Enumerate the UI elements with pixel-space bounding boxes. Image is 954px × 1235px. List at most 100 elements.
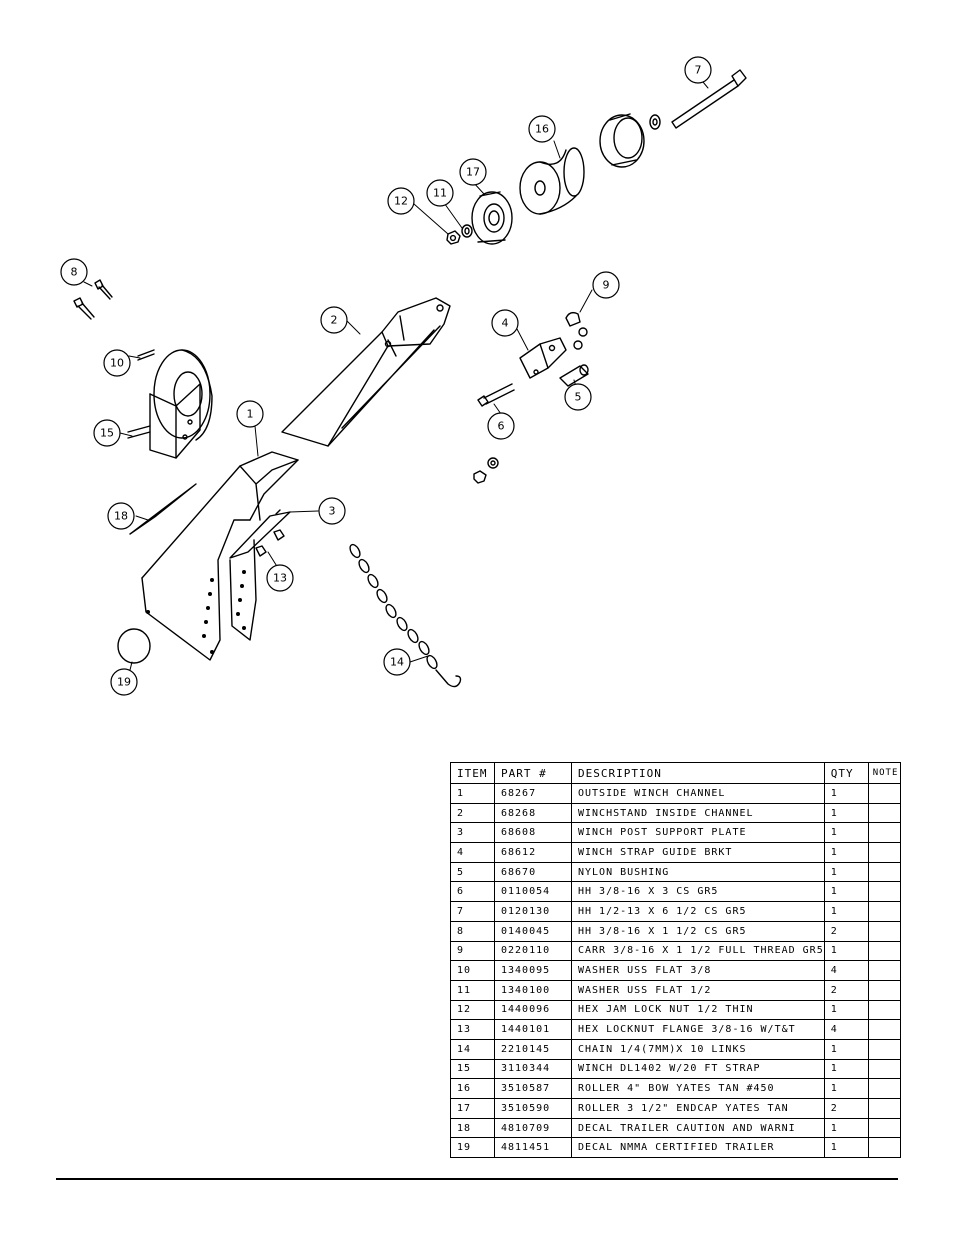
cell-note: [867, 822, 901, 844]
cell-part-number: 2210145: [494, 1038, 572, 1060]
cell-note: [867, 1117, 901, 1139]
cell-qty: 1: [823, 822, 869, 844]
cell-note: [867, 1058, 901, 1080]
part-decal-19: [117, 628, 151, 664]
cell-item: 2: [450, 802, 495, 824]
callout-17: 17: [466, 166, 480, 179]
cell-part-number: 68670: [494, 861, 572, 883]
cell-item: 10: [450, 960, 495, 981]
part-bolt-6: [477, 383, 515, 407]
cell-description: HEX LOCKNUT FLANGE 3/8-16 W/T&T: [571, 1019, 825, 1040]
cell-qty: 2: [823, 920, 869, 942]
cell-description: WINCHSTAND INSIDE CHANNEL: [571, 802, 825, 824]
cell-item: 8: [450, 920, 495, 942]
callout-12: 12: [394, 195, 408, 208]
cell-note: [867, 1078, 901, 1099]
cell-qty: 1: [823, 1038, 869, 1060]
cell-qty: 2: [823, 1098, 869, 1119]
cell-part-number: 68268: [494, 802, 572, 824]
cell-description: DECAL TRAILER CAUTION AND WARNI: [571, 1117, 825, 1139]
cell-description: HEX JAM LOCK NUT 1/2 THIN: [571, 999, 825, 1021]
part-winch: [127, 349, 213, 459]
callout-18: 18: [114, 510, 128, 523]
cell-description: ROLLER 4" BOW YATES TAN #450: [571, 1078, 825, 1099]
cell-item: 6: [450, 881, 495, 903]
cell-note: [867, 1038, 901, 1060]
cell-qty: 4: [823, 1019, 869, 1040]
cell-part-number: 0120130: [494, 901, 572, 922]
cell-note: [867, 881, 901, 903]
part-washer: [649, 114, 661, 130]
callout-16: 16: [535, 123, 549, 136]
cell-description: NYLON BUSHING: [571, 861, 825, 883]
callout-6: 6: [498, 420, 505, 433]
cell-description: HH 3/8-16 X 3 CS GR5: [571, 881, 825, 903]
table-header-row: ITEM PART # DESCRIPTION QTY NOTE: [450, 762, 901, 784]
cell-qty: 1: [823, 1137, 869, 1159]
cell-qty: 1: [823, 881, 869, 903]
cell-part-number: 1440096: [494, 999, 572, 1021]
header-part-number: PART #: [494, 762, 572, 784]
callout-7: 7: [695, 64, 702, 77]
cell-part-number: 1340095: [494, 960, 572, 981]
cell-note: [867, 1019, 901, 1040]
cell-description: WINCH STRAP GUIDE BRKT: [571, 842, 825, 863]
cell-item: 3: [450, 822, 495, 844]
callout-15: 15: [100, 427, 114, 440]
cell-qty: 1: [823, 802, 869, 824]
part-chain: [349, 543, 462, 688]
part-decal-18: [129, 483, 197, 535]
cell-note: [867, 1137, 901, 1159]
cell-part-number: 68608: [494, 822, 572, 844]
callout-11: 11: [433, 187, 447, 200]
cell-part-number: 0140045: [494, 920, 572, 942]
cell-part-number: 3110344: [494, 1058, 572, 1080]
cell-item: 4: [450, 842, 495, 863]
footer-rule: [56, 1178, 898, 1180]
cell-note: [867, 802, 901, 824]
cell-part-number: 68267: [494, 783, 572, 804]
cell-qty: 1: [823, 940, 869, 962]
cell-description: DECAL NMMA CERTIFIED TRAILER: [571, 1137, 825, 1159]
callout-19: 19: [117, 676, 131, 689]
part-nut-12: [446, 230, 461, 245]
callout-2: 2: [331, 314, 338, 327]
part-nut-lower: [473, 470, 487, 484]
cell-note: [867, 842, 901, 863]
part-roller-endcap-rear: [599, 113, 645, 168]
callout-13: 13: [273, 572, 287, 585]
cell-part-number: 1440101: [494, 1019, 572, 1040]
cell-description: OUTSIDE WINCH CHANNEL: [571, 783, 825, 804]
cell-item: 19: [450, 1137, 495, 1159]
header-description: DESCRIPTION: [571, 762, 825, 784]
cell-part-number: 3510590: [494, 1098, 572, 1119]
cell-item: 13: [450, 1019, 495, 1040]
callout-1: 1: [247, 408, 254, 421]
cell-description: WINCH POST SUPPORT PLATE: [571, 822, 825, 844]
cell-part-number: 4810709: [494, 1117, 572, 1139]
cell-qty: 2: [823, 979, 869, 1001]
part-bow-roller: [519, 147, 585, 215]
cell-description: WASHER USS FLAT 3/8: [571, 960, 825, 981]
part-strap-guide-bracket: [519, 337, 567, 379]
cell-description: HH 3/8-16 X 1 1/2 CS GR5: [571, 920, 825, 942]
cell-note: [867, 920, 901, 942]
cell-part-number: 3510587: [494, 1078, 572, 1099]
cell-item: 15: [450, 1058, 495, 1080]
cell-item: 7: [450, 901, 495, 922]
cell-part-number: 68612: [494, 842, 572, 863]
cell-part-number: 0110054: [494, 881, 572, 903]
callout-10: 10: [110, 357, 124, 370]
cell-qty: 1: [823, 999, 869, 1021]
